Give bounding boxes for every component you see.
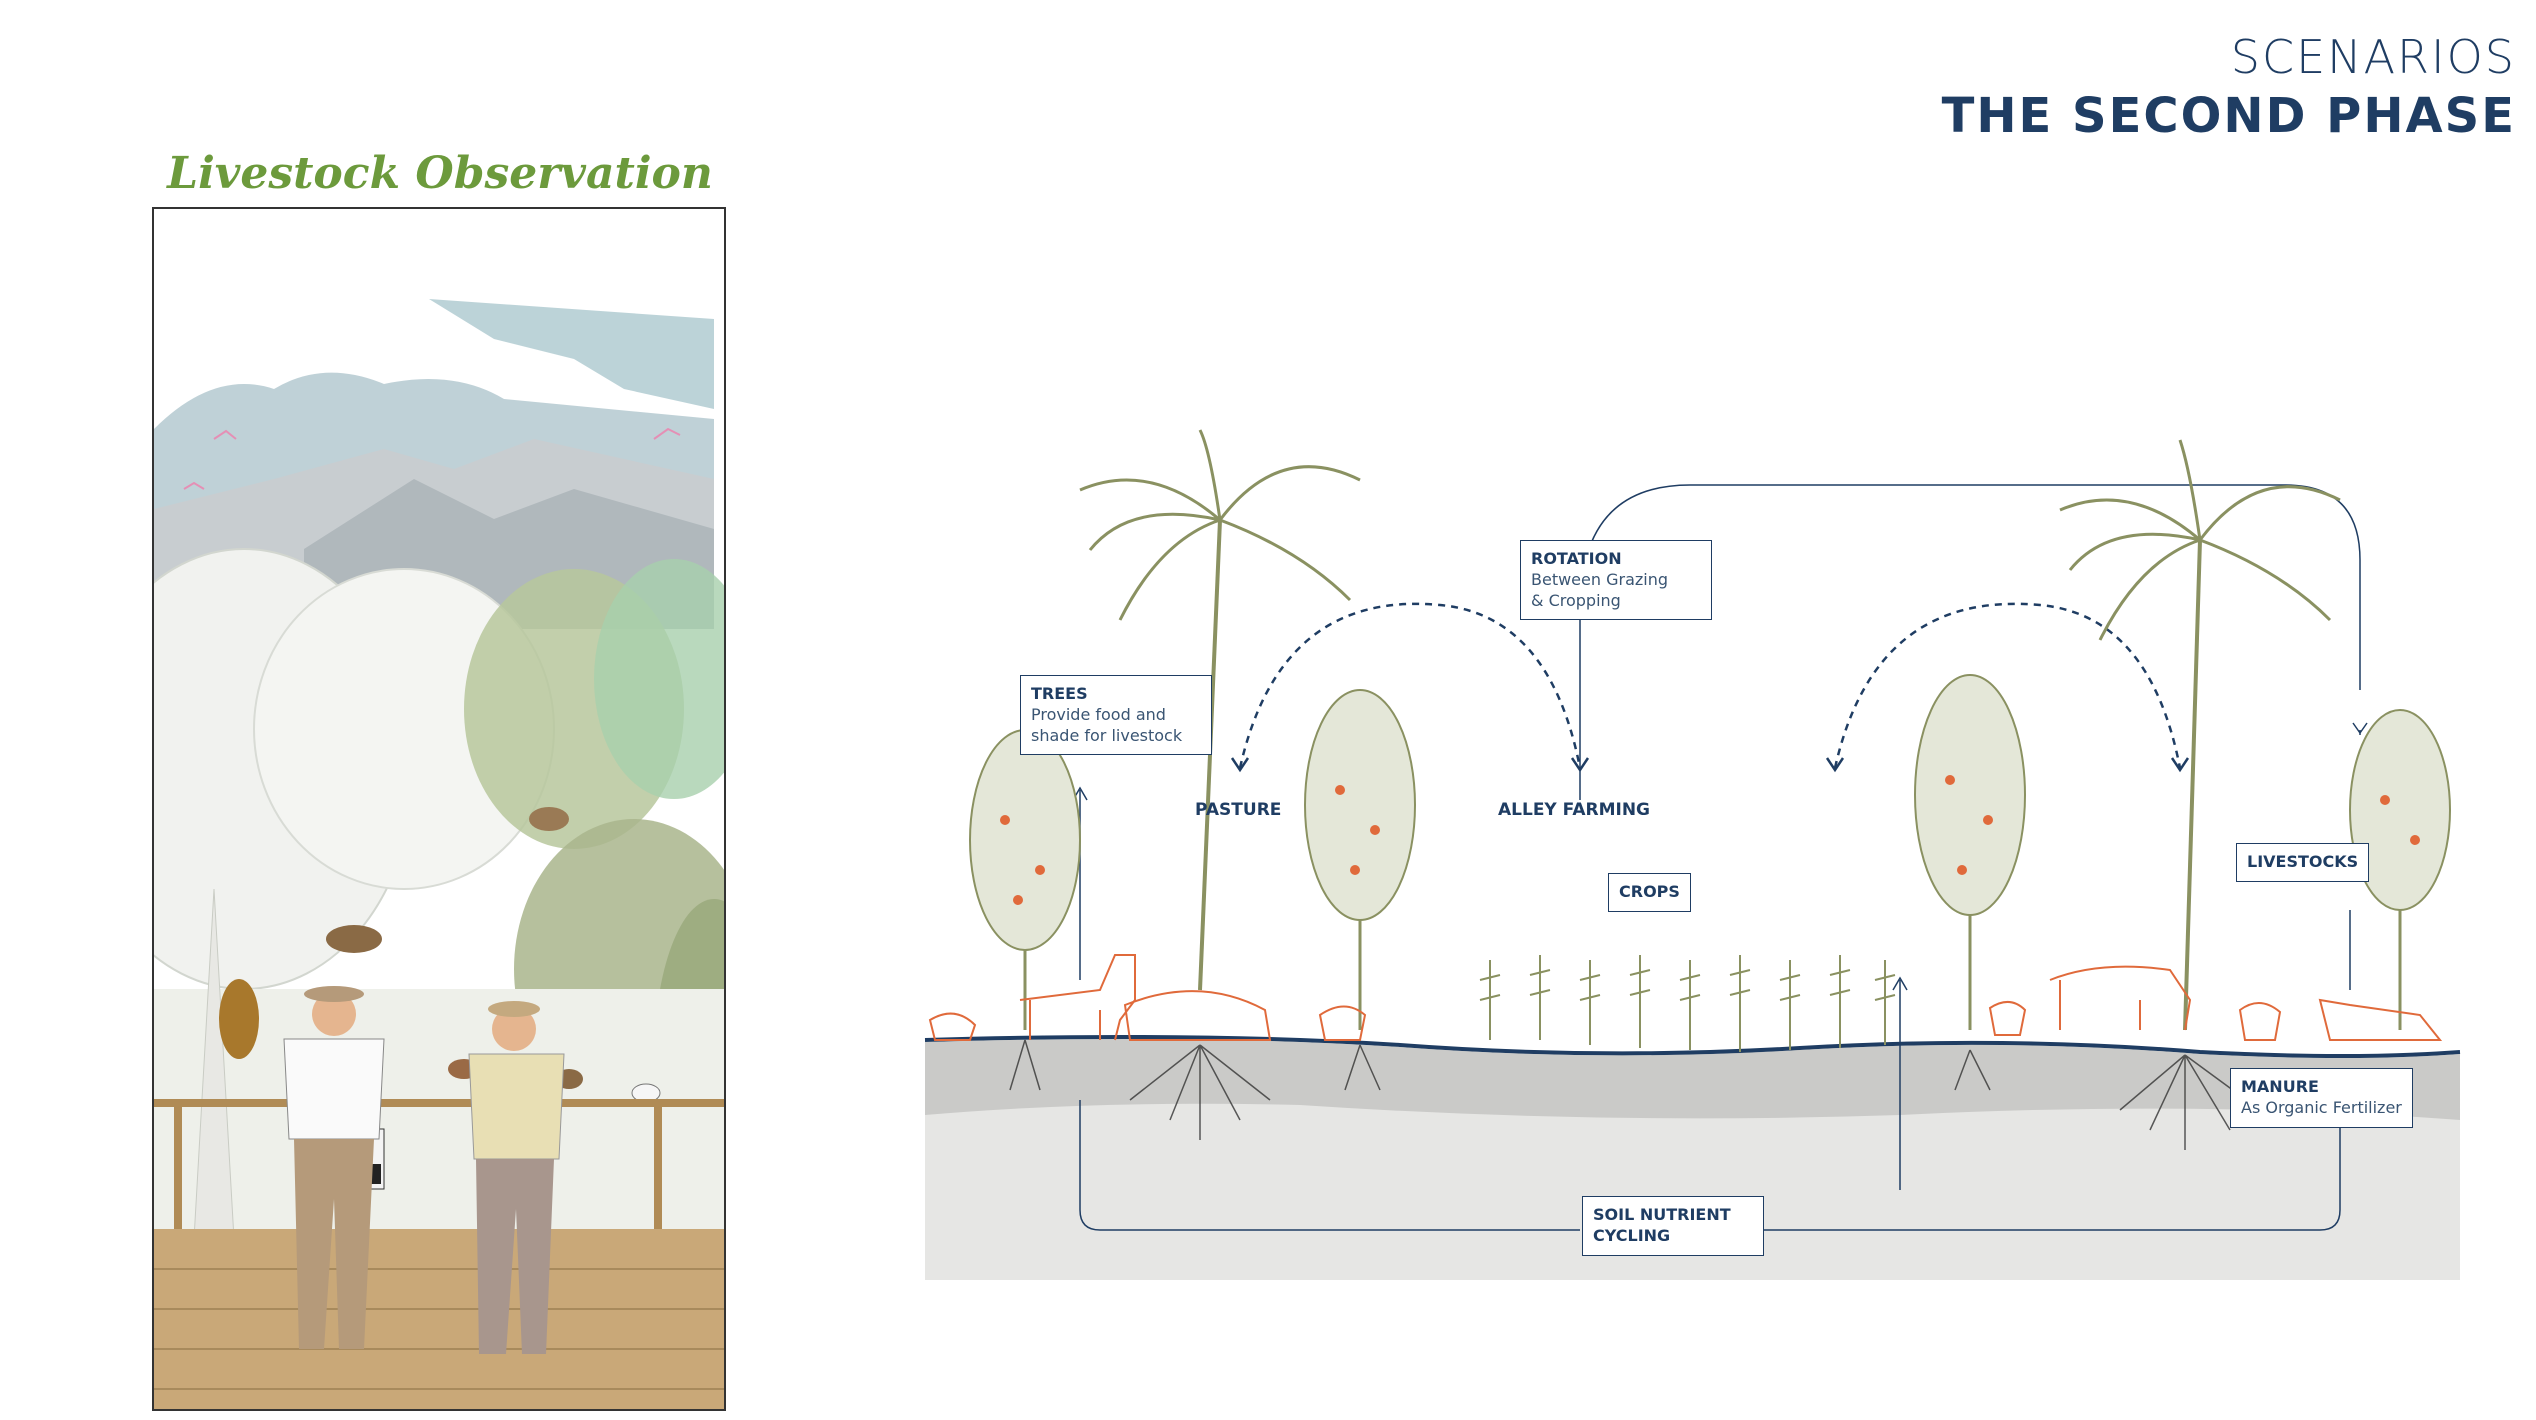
railing-top [154,1099,724,1107]
pasture-label: PASTURE [1195,800,1282,820]
fruit-tree [1914,674,2026,1030]
arrow-head-icon [2170,757,2190,773]
soil-heading: SOIL NUTRIENT [1593,1205,1731,1224]
fruit-tree [969,729,1081,1030]
pig-outline [928,1012,977,1041]
rotation-callout: ROTATION Between Grazing & Cropping [1520,540,1712,621]
bird-shape [183,481,205,490]
rotation-line-2: & Cropping [1531,590,1621,610]
person-head [492,1007,536,1051]
person-shirt [283,1038,385,1140]
chicken-outline [1318,1005,1367,1041]
arrow-head-icon [1825,757,1845,773]
chicken-outline [1988,1001,2027,1036]
fruit-tree [2349,709,2451,1030]
chicken-outline [2238,1002,2282,1041]
trees-line-1: Provide food and [1031,704,1166,724]
soil-nutrient-callout: SOIL NUTRIENT CYCLING [1582,1196,1764,1256]
agroforestry-section-diagram: ROTATION Between Grazing & Cropping TREE… [900,400,2480,1300]
cow-shape [219,979,259,1059]
header-title: THE SECOND PHASE [1941,88,2516,144]
rotation-arc [1238,602,1582,769]
trees-callout: TREES Provide food and shade for livesto… [1020,675,1212,756]
trees-line-2: shade for livestock [1031,725,1183,745]
cycle-path [1079,1100,1580,1231]
goat-outline [2318,998,2443,1041]
cow-outline [2049,965,2192,1031]
crops-heading: CROPS [1619,882,1680,901]
panel-title: Livestock Observation [167,148,713,199]
rotation-arc [1833,602,2182,769]
manure-callout: MANURE As Organic Fertilizer [2230,1068,2413,1128]
livestocks-callout: LIVESTOCKS [2236,843,2370,882]
rotation-line-1: Between Grazing [1531,569,1669,589]
header-subtitle: SCENARIOS [2230,30,2516,84]
person-jacket [468,1053,565,1160]
manure-heading: MANURE [2241,1077,2319,1096]
bird-shape [653,427,681,440]
alley-farming-label: ALLEY FARMING [1498,800,1650,820]
railing-post [654,1104,662,1264]
deck-planks [154,1268,724,1390]
topsoil-layer [925,1038,2460,1120]
arrow-head-icon [2352,722,2368,735]
hat-shape [304,986,364,1002]
person-trousers [294,1139,374,1349]
cow-outline [1123,990,1272,1041]
livestocks-heading: LIVESTOCKS [2247,852,2359,871]
rotation-heading: ROTATION [1531,549,1622,568]
observation-scene [154,299,724,1409]
cloud-shape [429,299,714,409]
manure-line-1: As Organic Fertilizer [2241,1097,2402,1117]
ground-line [924,1034,2461,1058]
hat-shape [488,1001,540,1017]
arrow-head-icon [1892,976,1908,991]
railing-post [174,1104,182,1264]
livestock-observation-illustration [152,207,726,1411]
arrow-head-icon [1570,757,1590,773]
section-drawing [924,429,2461,1280]
cow-shape [326,925,382,953]
trees-heading: TREES [1031,684,1088,703]
person-trousers [476,1159,554,1354]
wooden-deck [154,1229,724,1409]
soil-heading-line2: CYCLING [1593,1225,1671,1245]
person-head [312,992,356,1036]
cycle-path [1760,1100,2341,1231]
green-tree-canopy [594,559,724,799]
bird-shape [213,429,237,440]
fruit-tree [1304,689,1416,1030]
palm-tree [2059,439,2341,1031]
crop-rows [1479,955,1896,1052]
arrow-head-icon [1230,757,1250,773]
cow-shape [529,807,569,831]
cow-outline [1019,954,1136,1041]
root-system [1009,1039,2261,1150]
crops-callout: CROPS [1608,873,1691,912]
page-header: SCENARIOS THE SECOND PHASE [1942,30,2516,144]
